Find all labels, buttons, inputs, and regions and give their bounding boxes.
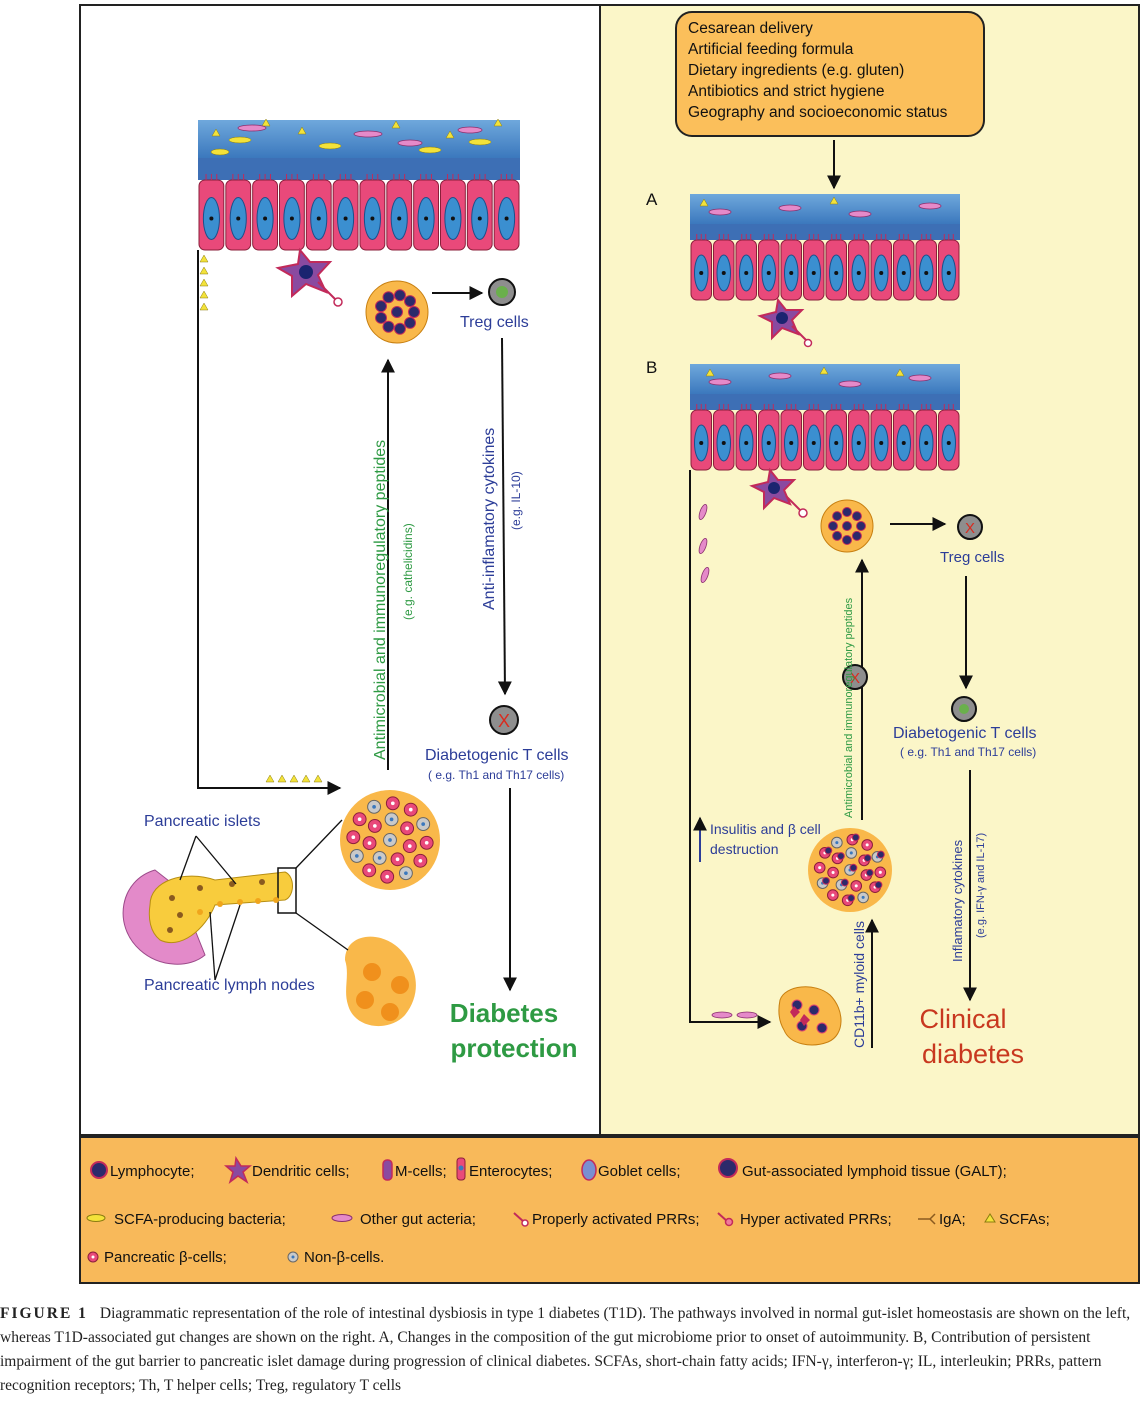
galt-left: [365, 280, 429, 344]
dendritic-cell-a: [757, 297, 813, 348]
legend-panel: [79, 1136, 1140, 1284]
legend-mcells: M-cells;: [395, 1163, 447, 1180]
treg-label-left: Treg cells: [460, 314, 529, 331]
dendritic-cell-left: [275, 247, 343, 307]
risk-factors-box: [675, 11, 985, 137]
left-gut-epithelium: [198, 118, 520, 251]
dendritic-cell-icon: [223, 1155, 253, 1184]
galt-right: [820, 499, 874, 553]
cytokines-example-left: (e.g. IL-10): [509, 471, 523, 530]
svg-text:X: X: [498, 711, 510, 731]
dendritic-cell-b: [749, 467, 808, 518]
legend-prr-proper: Properly activated PRRs;: [532, 1211, 700, 1228]
pancreatic-islet-left: [340, 790, 440, 890]
other-bacteria-icon: [331, 1214, 353, 1222]
legend-non-beta: Non-β-cells.: [304, 1249, 384, 1266]
goblet-cell-icon: [581, 1159, 597, 1181]
peptides-label-right: Antimicrobial and immunoregulatory pepti…: [843, 597, 855, 818]
outcome-right-line1: Clinical: [919, 1004, 1006, 1034]
legend-galt: Gut-associated lymphoid tissue (GALT);: [742, 1163, 1007, 1180]
pancreas: [122, 867, 297, 965]
diabetogenic-label-right: Diabetogenic T cells: [893, 725, 1037, 742]
diabetogenic-label-left: Diabetogenic T cells: [425, 747, 569, 764]
blocked-peptides-marker: [842, 664, 868, 690]
outcome-left-line1: Diabetes: [450, 998, 558, 1028]
outcome-left-line2: protection: [450, 1033, 577, 1063]
pancreatic-lymph-nodes-label: Pancreatic lymph nodes: [144, 977, 315, 994]
iga-icon: [918, 1213, 936, 1225]
cytokines-label-left: Anti-inflamatory cytokines: [481, 428, 498, 610]
scfa-triangles-bottom: [265, 774, 323, 783]
insulitis-label-line1: Insulitis and β cell: [710, 821, 821, 837]
outcome-right-line2: diabetes: [922, 1039, 1024, 1069]
m-cell-icon: [382, 1159, 393, 1181]
right-panel: [599, 4, 1140, 1136]
panel-label-a: A: [646, 190, 658, 209]
pancreatic-islets-label: Pancreatic islets: [144, 813, 261, 830]
right-gut-epithelium-b: [690, 364, 960, 471]
scfa-bacteria-icon: [86, 1214, 106, 1222]
insulitis-label-line2: destruction: [710, 841, 778, 857]
risk-factor: Antibiotics and strict hygiene: [688, 83, 884, 100]
legend-prr-hyper: Hyper activated PRRs;: [740, 1211, 892, 1228]
pancreatic-islet-right: [808, 828, 892, 912]
myeloid-label: CD11b+ myloid cells: [851, 921, 867, 1048]
right-gut-epithelium-a: [690, 194, 960, 301]
legend-lymphocyte: Lymphocyte;: [110, 1163, 195, 1180]
legend-other-bacteria: Other gut acteria;: [360, 1211, 476, 1228]
scfa-icon: [984, 1213, 996, 1223]
caption-text: Diagrammatic representation of the role …: [0, 1305, 1131, 1394]
risk-factor: Dietary ingredients (e.g. gluten): [688, 62, 904, 79]
legend-scfa-bacteria: SCFA-producing bacteria;: [114, 1211, 286, 1228]
legend: Lymphocyte; Dendritic cells; M-cells; En…: [86, 1155, 1050, 1266]
legend-iga: IgA;: [939, 1211, 966, 1228]
legend-scfas: SCFAs;: [999, 1211, 1050, 1228]
treg-label-right: Treg cells: [940, 549, 1004, 566]
risk-factor: Artificial feeding formula: [688, 41, 854, 58]
legend-enterocytes: Enterocytes;: [469, 1163, 552, 1180]
peptides-label-left: Antimicrobial and immunoregulatory pepti…: [372, 440, 389, 760]
caption-label: FIGURE 1: [0, 1305, 88, 1322]
figure-diagram: Treg cells Antimicrobial and immunoregul…: [79, 4, 1140, 1284]
diabetogenic-cell-left: [489, 705, 519, 735]
galt-icon: [718, 1158, 738, 1178]
cytokines-label-right: Inflamatory cytokines: [950, 839, 965, 962]
lymphocyte-icon: [90, 1161, 108, 1179]
cytokines-example-right: (e.g. IFN-γ and IL-17): [975, 833, 987, 938]
scfa-triangles-left: [199, 254, 209, 311]
risk-factor: Geography and socioeconomic status: [688, 104, 948, 121]
legend-goblet: Goblet cells;: [598, 1163, 681, 1180]
treg-cell-right: [957, 514, 983, 540]
legend-beta-cells: Pancreatic β-cells;: [104, 1249, 227, 1266]
panel-label-b: B: [646, 358, 657, 377]
svg-text:X: X: [965, 520, 975, 537]
diabetogenic-example-left: ( e.g. Th1 and Th17 cells): [428, 768, 564, 782]
legend-dendritic: Dendritic cells;: [252, 1163, 350, 1180]
risk-factor: Cesarean delivery: [688, 20, 813, 37]
peptides-example-left: (e.g. cathelicidins): [401, 523, 415, 620]
svg-text:X: X: [850, 670, 860, 687]
diabetogenic-example-right: ( e.g. Th1 and Th17 cells): [900, 745, 1036, 759]
